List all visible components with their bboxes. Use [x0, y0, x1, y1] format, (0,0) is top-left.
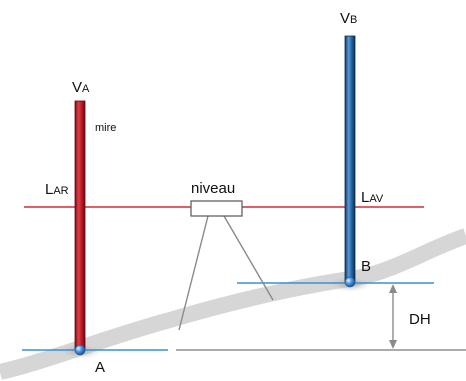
height-difference-arrow — [389, 284, 397, 349]
leveling-rod-b — [344, 35, 356, 283]
label-vb-main: V — [340, 10, 350, 27]
label-point-a: A — [95, 359, 105, 376]
label-mire: mire — [95, 122, 116, 134]
label-point-b: B — [361, 258, 371, 275]
label-vb-sub: B — [350, 14, 357, 26]
label-lav-sub: AV — [369, 193, 384, 205]
label-dh: DH — [409, 311, 431, 328]
point-marker-icon — [344, 276, 356, 288]
label-niveau: niveau — [191, 180, 235, 197]
label-va: VA — [72, 79, 90, 96]
label-lar: LAR — [45, 181, 69, 198]
instrument-leg-right — [223, 215, 274, 301]
label-lar-sub: AR — [53, 185, 68, 197]
label-lav-main: L — [361, 189, 369, 206]
level-instrument — [190, 200, 243, 217]
label-lav: LAV — [361, 189, 384, 206]
label-va-sub: A — [82, 83, 90, 95]
instrument-leg-left — [178, 215, 209, 331]
label-lar-main: L — [45, 181, 53, 198]
label-vb: VB — [340, 10, 357, 27]
label-va-main: V — [72, 79, 82, 96]
point-marker-icon — [74, 344, 86, 356]
leveling-rod-a — [74, 100, 86, 350]
